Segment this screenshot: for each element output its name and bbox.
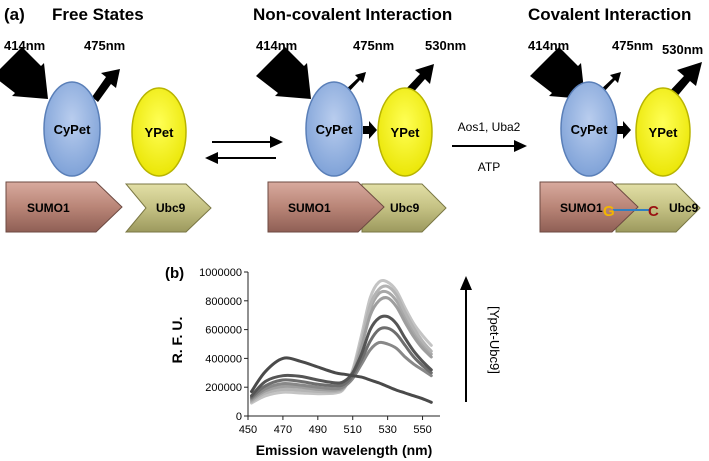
- sumo1-block: [267, 181, 385, 233]
- y-tick-label: 800000: [205, 296, 242, 308]
- yellow-emission-label: 530nm: [662, 42, 703, 57]
- cyan-emission-label: 475nm: [612, 38, 653, 53]
- ypet-ellipse: [377, 87, 433, 177]
- panel-a-label: (a): [4, 5, 25, 24]
- spectrum-series-line: [250, 340, 433, 401]
- ubc9-label: Ubc9: [156, 201, 186, 215]
- x-axis-title: Emission wavelength (nm): [256, 442, 433, 458]
- cypet-label: CyPet: [316, 122, 354, 137]
- reaction-arrow-group: Aos1, Uba2 ATP: [452, 120, 527, 174]
- y-tick-label: 400000: [205, 353, 242, 365]
- y-tick-label: 1000000: [199, 267, 242, 279]
- y-tick-label: 200000: [205, 382, 242, 394]
- y-axis-title: R. F. U.: [169, 317, 185, 364]
- excitation-wavelength-label: 414nm: [4, 38, 45, 53]
- ubc9-block: [124, 183, 212, 233]
- cypet-label: CyPet: [571, 122, 609, 137]
- panel-b-label: (b): [165, 265, 184, 282]
- y-tick-label: 0: [236, 411, 242, 423]
- ubc9-label: Ubc9: [390, 201, 420, 215]
- free-states-title: Free States: [52, 5, 144, 24]
- fret-arrow: [617, 121, 631, 139]
- x-tick-label: 470: [274, 424, 292, 436]
- spectrum-chart: 0 200000 400000 600000 800000 1000000 450 470 49…: [199, 267, 440, 436]
- cypet-ellipse: [43, 81, 101, 177]
- sumo1-block: [539, 181, 639, 233]
- noncovalent-title: Non-covalent Interaction: [253, 5, 452, 24]
- equilibrium-arrows: [205, 136, 283, 164]
- excitation-wavelength-label: 414nm: [256, 38, 297, 53]
- sumo1-label: SUMO1: [288, 201, 331, 215]
- ypet-ellipse: [131, 87, 187, 177]
- cyan-emission-label: 475nm: [84, 38, 125, 53]
- free-state-group: 414nm 475nm CyPet YPet SUMO1 Ubc9: [0, 38, 212, 233]
- spectrum-series-line: [250, 326, 433, 399]
- emission-arrow-large: [405, 64, 434, 95]
- cypet-label: CyPet: [54, 122, 92, 137]
- noncovalent-state-group: 414nm 475nm 530nm CyPet YPet Ubc9 SUMO1: [256, 38, 466, 233]
- concentration-arrow-head: [460, 276, 472, 290]
- excitation-wavelength-label: 414nm: [528, 38, 569, 53]
- x-tick-label: 450: [239, 424, 257, 436]
- cypet-ellipse: [305, 81, 363, 177]
- panel-b: (b) R. F. U. Emission wavelength (nm) 0 2…: [165, 265, 502, 458]
- emission-arrow: [92, 69, 120, 102]
- ypet-label: YPet: [649, 125, 679, 140]
- ypet-label: YPet: [145, 125, 175, 140]
- x-tick-label: 530: [378, 424, 396, 436]
- cysteine-letter: C: [648, 203, 659, 220]
- emission-arrow-large: [667, 62, 702, 99]
- spectrum-series-line: [250, 356, 433, 404]
- x-tick-label: 490: [309, 424, 327, 436]
- ypet-label: YPet: [391, 125, 421, 140]
- cyan-emission-label: 475nm: [353, 38, 394, 53]
- panel-a: (a) Free States Non-covalent Interaction…: [0, 5, 703, 233]
- concentration-label: [Ypet-Ubc9]: [487, 306, 502, 374]
- ypet-ellipse: [635, 87, 691, 177]
- spectrum-series-line: [250, 314, 433, 398]
- sumo1-label: SUMO1: [560, 201, 603, 215]
- spectrum-series-line: [250, 284, 433, 404]
- sumo1-block: [5, 181, 123, 233]
- y-tick-label: 600000: [205, 325, 242, 337]
- sumo1-label: SUMO1: [27, 201, 70, 215]
- fret-arrow: [363, 121, 377, 139]
- cofactor-label: ATP: [478, 160, 500, 174]
- glycine-letter: G: [603, 203, 615, 220]
- x-tick-label: 550: [413, 424, 431, 436]
- covalent-state-group: 414nm 475nm 530nm CyPet YPet Ubc9 SUMO1 …: [528, 38, 703, 233]
- x-tick-label: 510: [344, 424, 362, 436]
- excitation-arrow: [256, 47, 311, 99]
- enzymes-label: Aos1, Uba2: [458, 120, 521, 134]
- yellow-emission-label: 530nm: [425, 38, 466, 53]
- excitation-arrow: [530, 47, 585, 99]
- covalent-title: Covalent Interaction: [528, 5, 691, 24]
- excitation-arrow: [0, 47, 48, 99]
- ubc9-label: Ubc9: [669, 201, 699, 215]
- spectrum-series-line: [250, 296, 433, 402]
